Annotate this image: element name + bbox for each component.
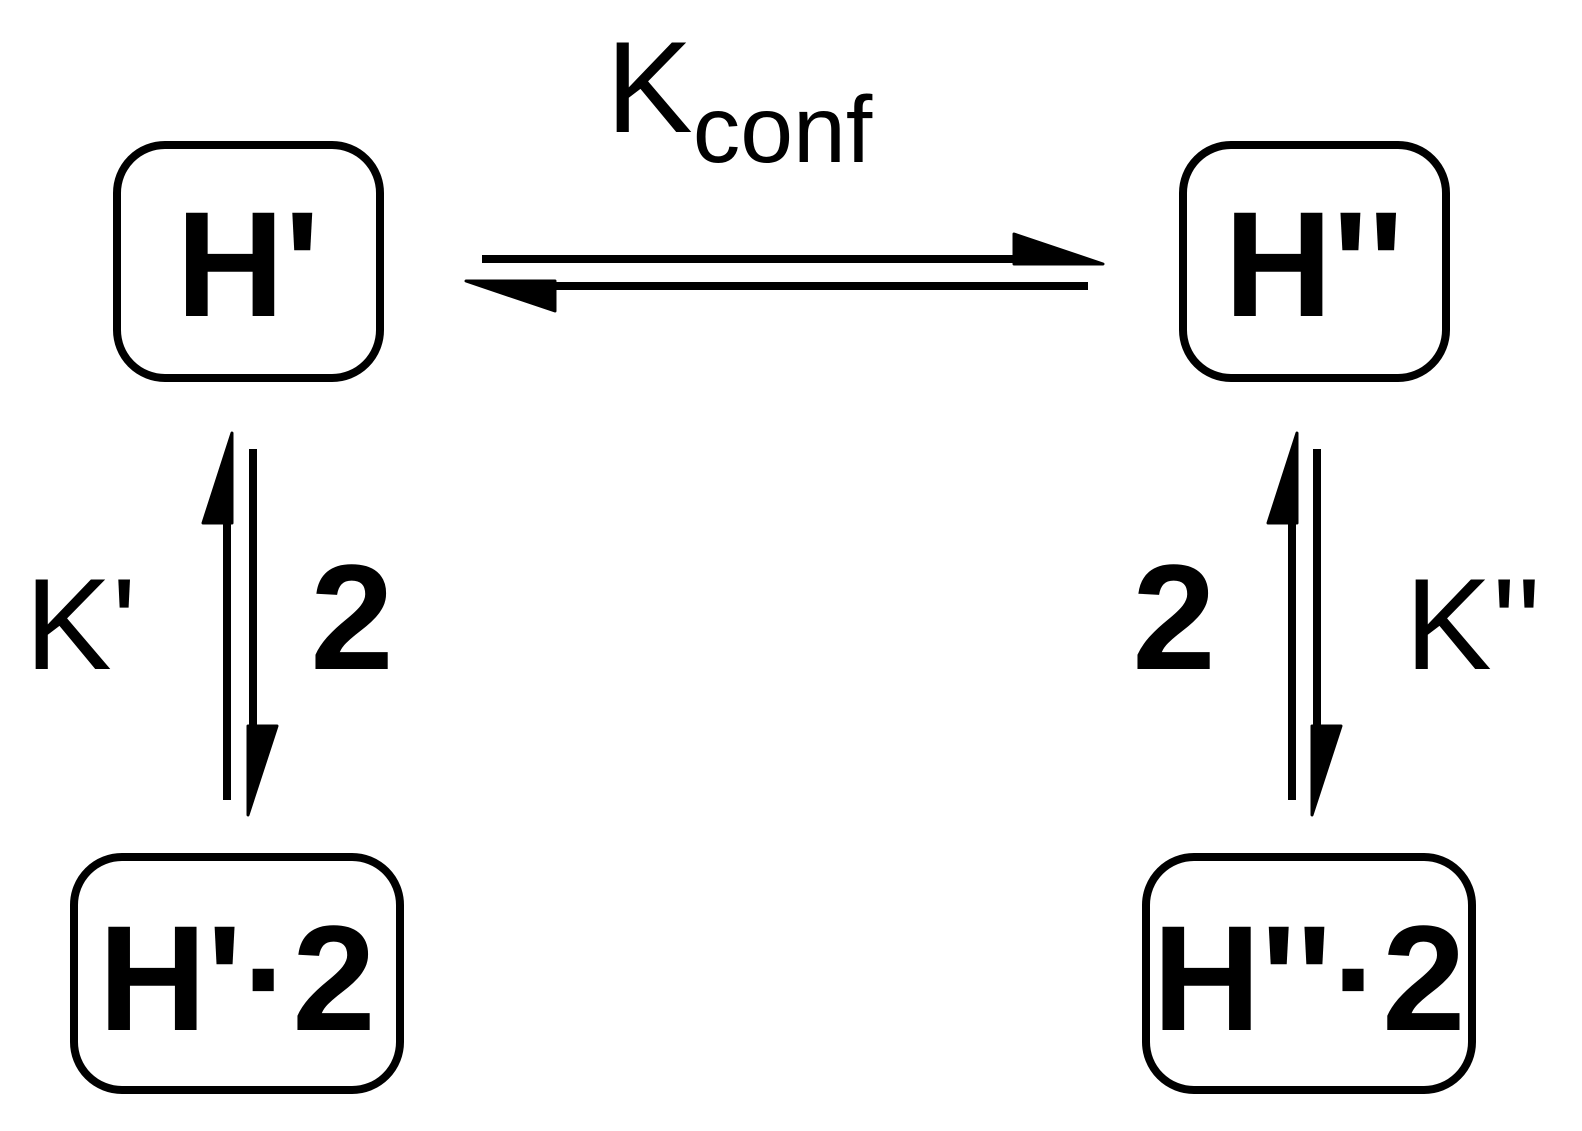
left-up-arrow-head [201, 431, 234, 525]
h-double-prime-box [1179, 141, 1450, 382]
right-reagent-label: 2 [1132, 533, 1215, 701]
k-conf-main: K [606, 14, 693, 160]
right-binding-equilibrium-arrows [1266, 431, 1343, 817]
right-down-arrow-head [1310, 724, 1343, 817]
k-prime-label: K' [25, 551, 137, 697]
h-double-prime-complex-box [1142, 853, 1476, 1094]
conformational-equilibrium-arrows [464, 232, 1105, 313]
k-conf-subscript: conf [693, 77, 873, 183]
h-double-prime-label: H'' [1224, 180, 1404, 348]
right-up-arrow-head [1266, 431, 1299, 525]
left-reagent-label: 2 [310, 533, 393, 701]
h-prime-complex-label: H'·2 [98, 894, 375, 1062]
reverse-arrow-head [464, 279, 557, 313]
k-double-prime-label: K'' [1405, 551, 1541, 697]
forward-arrow-head [1012, 232, 1105, 266]
h-double-prime-complex-node: H''·2 [1142, 853, 1476, 1094]
h-double-prime-complex-label: H''·2 [1152, 894, 1465, 1062]
h-prime-complex-node: H'·2 [70, 853, 404, 1094]
h-prime-label: H' [176, 180, 320, 348]
h-prime-complex-box [70, 853, 404, 1094]
h-double-prime-node: H'' [1179, 141, 1450, 382]
k-conf-label: Kconf [606, 14, 873, 183]
h-prime-node: H' [113, 141, 384, 382]
left-binding-equilibrium-arrows [201, 431, 279, 817]
left-down-arrow-head [246, 724, 279, 817]
h-prime-box [113, 141, 384, 382]
